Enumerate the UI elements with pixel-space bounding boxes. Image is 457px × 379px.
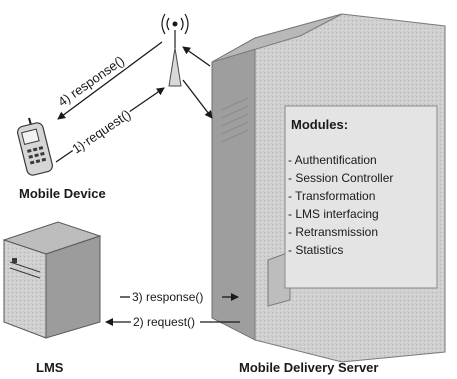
antenna-icon bbox=[161, 13, 189, 87]
request-top-arrow bbox=[55, 87, 165, 163]
response-top-label: 4) response() bbox=[55, 53, 127, 110]
antenna-server-arrow-out bbox=[182, 79, 213, 119]
module-item: - Authentification bbox=[288, 153, 377, 167]
module-item: - Transformation bbox=[288, 189, 375, 203]
mobile-phone-icon bbox=[17, 117, 53, 176]
lms-label: LMS bbox=[36, 360, 64, 375]
response-top-arrow bbox=[57, 41, 163, 120]
module-item: - Statistics bbox=[288, 243, 343, 257]
response-bottom-label: 3) response() bbox=[132, 290, 203, 304]
modules-title: Modules: bbox=[291, 117, 348, 132]
module-item: - LMS interfacing bbox=[288, 207, 379, 221]
modules-panel bbox=[284, 105, 438, 289]
lms-server-icon bbox=[2, 221, 102, 339]
server-label: Mobile Delivery Server bbox=[239, 360, 378, 375]
module-item: - Session Controller bbox=[288, 171, 393, 185]
mobile-device-label: Mobile Device bbox=[19, 186, 106, 201]
request-bottom-label: 2) request() bbox=[133, 315, 195, 329]
request-top-label: 1) request() bbox=[69, 106, 133, 156]
antenna-server-arrow-in bbox=[182, 46, 211, 67]
module-item: - Retransmission bbox=[288, 225, 378, 239]
